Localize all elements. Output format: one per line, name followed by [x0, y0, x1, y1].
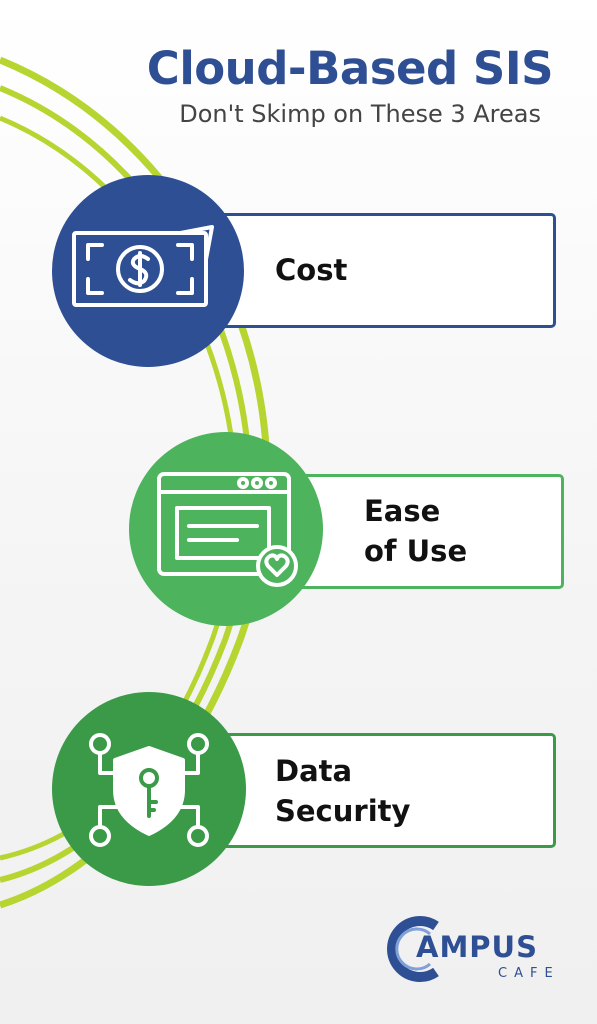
- card-security-label-line2: Security: [275, 794, 411, 828]
- logo-subword: CAFE: [498, 966, 560, 981]
- campus-cafe-logo: AMPUS CAFE: [378, 912, 560, 986]
- logo-c-mark: [387, 916, 439, 982]
- cost-circle: [52, 175, 244, 367]
- card-security-label-line1: Data: [275, 754, 353, 788]
- page-subtitle: Don't Skimp on These 3 Areas: [179, 100, 541, 128]
- card-ease-label-line2: of Use: [364, 534, 468, 568]
- page-title: Cloud-Based SIS: [146, 42, 554, 95]
- card-cost-label: Cost: [275, 253, 348, 287]
- logo-word: AMPUS: [416, 930, 538, 964]
- ease-circle: [129, 432, 323, 626]
- card-ease-of-use: [292, 474, 564, 589]
- browser-heart-icon: [157, 472, 298, 587]
- card-cost: [210, 213, 556, 328]
- money-icon: [72, 225, 214, 307]
- card-ease-label-line1: Ease: [364, 494, 441, 528]
- shield-key-icon: [89, 733, 209, 847]
- security-circle: [52, 692, 246, 886]
